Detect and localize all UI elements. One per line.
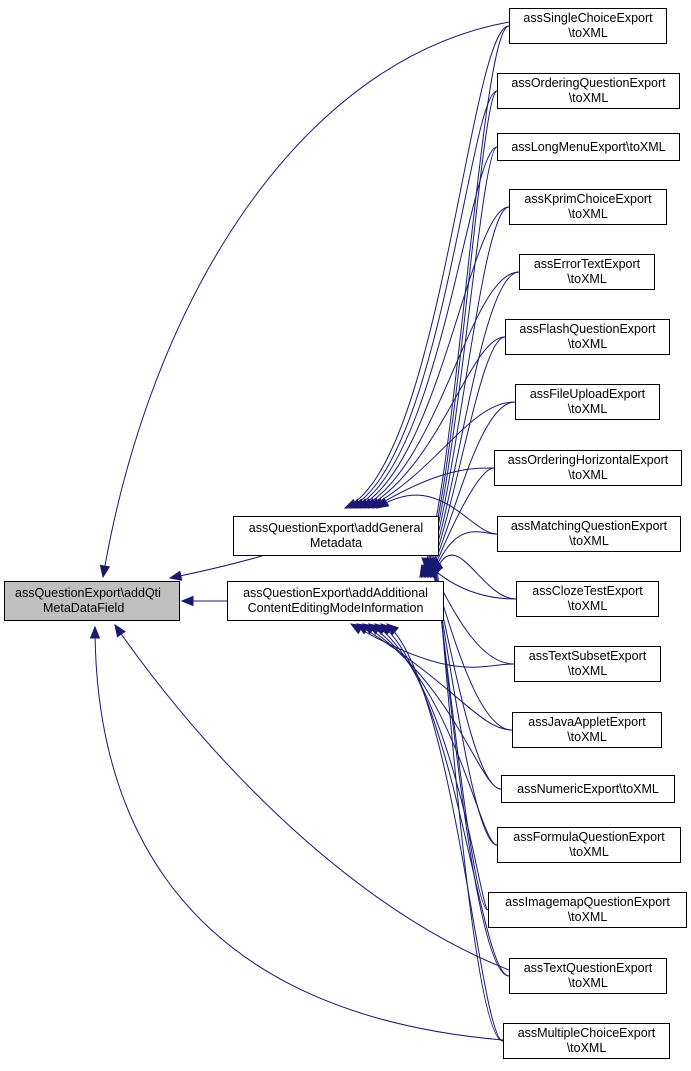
call-edge <box>430 467 495 578</box>
edge-arrowhead <box>386 623 400 636</box>
node-label-line: assOrderingHorizontalExport <box>507 453 669 467</box>
call-edge <box>102 21 510 578</box>
call-edge <box>431 531 498 578</box>
call-edge <box>429 557 498 846</box>
node-cloze-test-export-toxml[interactable]: assClozeTestExport\toXML <box>516 581 659 617</box>
node-long-menu-export-toxml[interactable]: assLongMenuExport\toXML <box>497 133 680 161</box>
call-edge <box>169 555 263 579</box>
call-edge <box>356 206 510 509</box>
node-label-line: assQuestionExport\addAdditional <box>243 586 428 600</box>
edge-arrowhead <box>375 497 390 509</box>
node-label-line: ContentEditingModeInformation <box>247 601 424 615</box>
call-edge <box>374 623 489 911</box>
call-edge <box>376 494 498 535</box>
node-text-subset-export-toxml[interactable]: assTextSubsetExport\toXML <box>514 646 661 682</box>
node-add-additional-content-editing-mode-information[interactable]: assQuestionExport\addAdditional ContentE… <box>227 581 444 621</box>
node-label-line: \toXML <box>568 207 608 221</box>
call-edge <box>364 336 506 509</box>
node-ordering-question-export-toxml[interactable]: assOrderingQuestionExport\toXML <box>497 73 680 109</box>
node-label-line: assTextQuestionExport <box>523 961 653 975</box>
node-label-line: assKprimChoiceExport <box>524 192 652 206</box>
call-edge <box>372 467 495 509</box>
node-label-line: assFileUploadExport <box>529 387 646 401</box>
node-label-line: \toXML <box>568 468 608 482</box>
call-edge <box>114 624 510 971</box>
node-imagemap-question-export-toxml[interactable]: assImagemapQuestionExport\toXML <box>488 892 687 928</box>
node-java-applet-export-toxml[interactable]: assJavaAppletExport\toXML <box>512 712 662 748</box>
node-label-line: assErrorTextExport <box>533 257 641 271</box>
edge-arrowhead <box>99 564 111 579</box>
node-label-line: assQuestionExport\addQti <box>15 586 161 600</box>
node-label-line: \toXML <box>567 272 607 286</box>
edge-arrowhead <box>89 625 101 639</box>
node-label-line: \toXML <box>567 664 608 678</box>
node-label-line: assLongMenuExport\toXML <box>511 139 666 154</box>
node-single-choice-export-toxml[interactable]: assSingleChoiceExport\toXML <box>509 8 667 44</box>
node-label-line: \toXML <box>568 91 609 105</box>
node-formula-question-export-toxml[interactable]: assFormulaQuestionExport\toXML <box>497 827 681 863</box>
node-label-line: \toXML <box>569 534 609 548</box>
node-multiple-choice-export-toxml[interactable]: assMultipleChoiceExport\toXML <box>503 1023 670 1059</box>
edge-arrowhead <box>168 570 183 581</box>
node-label-line: assSingleChoiceExport <box>523 11 653 25</box>
call-edge <box>386 623 504 1042</box>
node-label-line: \toXML <box>568 26 608 40</box>
call-edge <box>362 623 502 790</box>
node-label-line: \toXML <box>566 1041 607 1055</box>
node-label-line: assMatchingQuestionExport <box>510 519 668 533</box>
node-label-line: \toXML <box>567 337 608 351</box>
call-edge <box>380 623 510 977</box>
call-edge <box>352 146 498 509</box>
node-ordering-horizontal-export-toxml[interactable]: assOrderingHorizontalExport\toXML <box>494 450 682 486</box>
node-label-line: \toXML <box>567 730 607 744</box>
call-edge <box>94 626 504 1041</box>
call-edge <box>344 25 510 509</box>
node-label-line: assClozeTestExport <box>532 584 643 598</box>
call-edge <box>356 623 513 731</box>
call-edge <box>433 554 517 600</box>
call-edge <box>368 623 498 846</box>
node-label-line: assFlashQuestionExport <box>519 322 656 336</box>
call-edge <box>348 90 498 509</box>
node-label-line: assMultipleChoiceExport <box>517 1026 656 1040</box>
node-label-line: assJavaAppletExport <box>528 715 646 729</box>
call-edge <box>360 271 520 509</box>
node-label-line: assFormulaQuestionExport <box>513 830 665 844</box>
node-label-line: \toXML <box>567 402 608 416</box>
node-label-line: MetaDataField <box>43 601 125 615</box>
node-text-question-export-toxml[interactable]: assTextQuestionExport\toXML <box>509 958 667 994</box>
edge-arrowhead <box>114 623 126 638</box>
node-error-text-export-toxml[interactable]: assErrorTextExport\toXML <box>519 254 655 290</box>
node-flash-question-export-toxml[interactable]: assFlashQuestionExport\toXML <box>505 319 670 355</box>
node-label-line: \toXML <box>567 910 608 924</box>
node-label-line: Metadata <box>309 536 363 550</box>
node-label-line: assTextSubsetExport <box>528 649 647 663</box>
node-label-line: \toXML <box>569 845 609 859</box>
node-label-line: assOrderingQuestionExport <box>511 76 666 90</box>
node-add-general-metadata[interactable]: assQuestionExport\addGeneral Metadata <box>233 516 439 556</box>
node-matching-question-export-toxml[interactable]: assMatchingQuestionExport\toXML <box>497 516 681 552</box>
node-kprim-choice-export-toxml[interactable]: assKprimChoiceExport\toXML <box>509 189 667 225</box>
node-label-line: \toXML <box>567 599 608 613</box>
call-edge <box>368 401 516 509</box>
node-label-line: \toXML <box>568 976 608 990</box>
edge-arrowhead <box>180 595 194 607</box>
node-numeric-export-toxml[interactable]: assNumericExport\toXML <box>501 775 675 803</box>
node-add-qti-metadata-field[interactable]: assQuestionExport\addQti MetaDataField <box>4 581 180 621</box>
node-file-upload-export-toxml[interactable]: assFileUploadExport\toXML <box>515 384 660 420</box>
node-label-line: assImagemapQuestionExport <box>505 895 670 909</box>
edge-arrowhead <box>432 564 443 579</box>
node-label-line: assQuestionExport\addGeneral <box>248 521 424 535</box>
node-label-line: assNumericExport\toXML <box>517 781 659 796</box>
